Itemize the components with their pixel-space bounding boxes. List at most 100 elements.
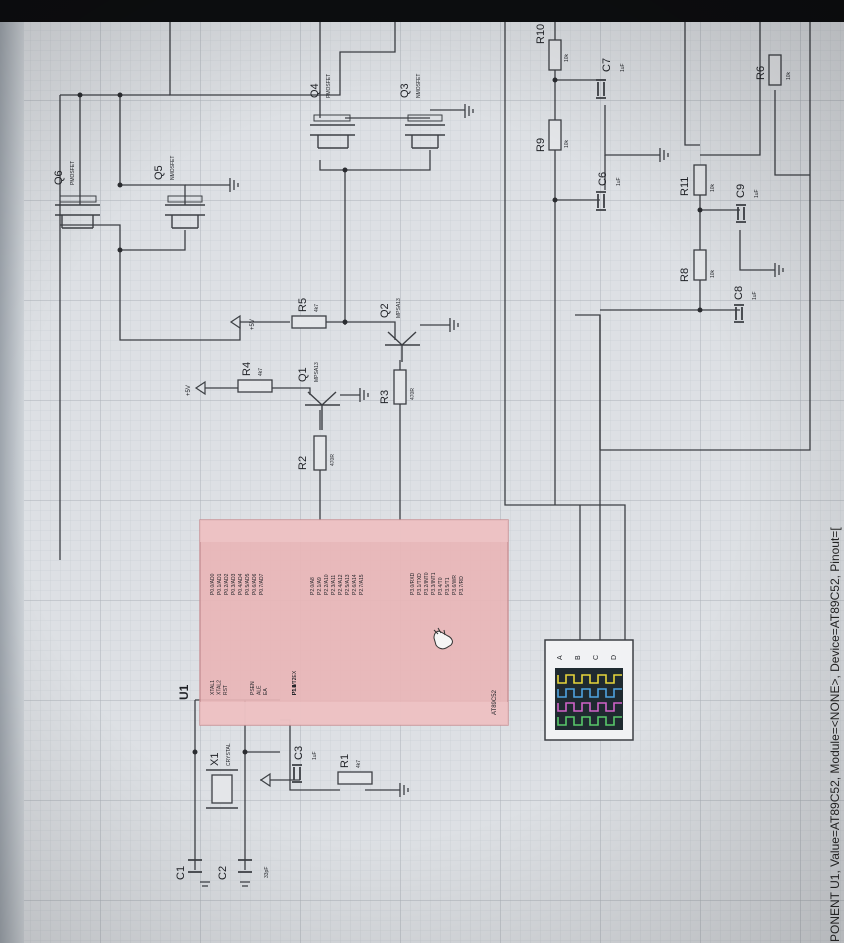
r3-ref: R3 [379,390,391,404]
u1-pin-label-9: P1.3 [292,684,298,695]
u1-ref-label: U1 [177,684,191,700]
r8-resistor[interactable]: R8 10k [679,249,716,282]
u1-pin-label-r4: P0.4/AD4 [238,573,244,595]
c8-capacitor[interactable]: C8 1uF [733,286,758,323]
u1-pin-label-r19: P3.3/INT1 [431,572,437,595]
u1-pin-label-r7: P0.7/AD7 [259,573,265,595]
q2-transistor[interactable]: Q2 MPSA13 [379,298,420,362]
grid [24,22,844,943]
ground-icons [200,104,784,887]
u1-pin-label-r2: P0.2/AD2 [224,573,230,595]
q3-value: NMOSFET [416,74,422,98]
c7-ref: C7 [601,58,613,72]
q1-value: MPSA13 [314,362,320,382]
u1-pin-label-r11: P2.3/A11 [331,575,337,595]
q5-nmosfet[interactable]: Q5 NMOSFET [153,156,205,229]
u1-pin-label-r18: P3.2/INT0 [424,572,430,595]
q3-nmosfet[interactable]: Q3 NMOSFET [399,74,445,149]
u1-pin-label-11: P1.5 [292,684,298,695]
left-window-edge [0,22,24,943]
q4-pmosfet[interactable]: Q4 PMOSFET [309,74,355,149]
scope-channel-C: C [593,655,600,660]
u1-pin-label-r6: P0.6/AD6 [252,573,258,595]
c9-capacitor[interactable]: C9 1uF [735,184,760,223]
x1-crystal[interactable]: X1 CRYSTAL [206,743,238,809]
u1-pin-label-r12: P2.4/A12 [338,574,344,595]
x1-value: CRYSTAL [226,743,232,766]
u1-pin-label-12: P1.6 [292,684,298,695]
r5-value: 4k7 [314,304,320,312]
q1-transistor[interactable]: Q1 MPSA13 [297,362,340,430]
c1-ref: C1 [175,866,187,880]
c9-ref: C9 [735,184,747,198]
u1-pin-label-r13: P2.5/A13 [345,574,351,595]
u1-pin-label-r8: P2.0/A8 [310,577,316,595]
c8-ref: C8 [733,286,745,300]
r4-resistor[interactable]: R4 4k7 [237,362,273,393]
u1-pin-label-13: P1.7 [292,684,298,695]
u1-pin-label-1: XTAL2 [217,680,223,695]
c1-capacitor[interactable]: C1 [175,859,202,880]
scope-channel-A: A [557,655,564,660]
c9-value: 1uF [754,189,760,198]
r3-resistor[interactable]: R3 470R [379,369,416,405]
r9-value: 10k [564,139,570,148]
r6-resistor[interactable]: R6 10k [755,54,792,86]
r8-value: 10k [710,269,716,278]
r10-ref: R10 [535,24,547,44]
u1-pin-label-r17: P3.1/TXD [417,573,423,595]
q3-ref: Q3 [399,83,411,98]
r5-resistor[interactable]: R5 4k7 [291,298,327,329]
r1-resistor[interactable]: R1 4k7 [337,754,373,785]
scope-trace-C [557,702,622,712]
svg-text:+5V: +5V [250,319,256,330]
c3-ref: C3 [293,746,305,760]
u1-pin-label-10: P1.4 [292,684,298,695]
u1-pin-label-r9: P2.1/A9 [317,577,323,595]
r4-value: 4k7 [258,368,264,376]
q6-pmosfet[interactable]: Q6 PMOSFET [53,161,100,229]
window-top-bezel [0,0,844,22]
r2-resistor[interactable]: R2 470R [297,435,336,471]
u1-pin-label-6: P1.0/T2 [292,677,298,695]
q5-ref: Q5 [153,165,165,180]
u1-pin-label-r0: P0.0/AD0 [210,573,216,595]
supply-labels: +5V +5V [186,319,256,396]
svg-text:+5V: +5V [186,385,192,396]
r10-resistor[interactable]: R10 10k [535,24,570,71]
u1-pin-label-r20: P3.4/T0 [438,577,444,595]
junctions [77,77,703,755]
scope-traces [557,674,622,726]
u1-pin-label-r16: P3.0/RXD [410,572,416,595]
c8-value: 1uF [752,291,758,300]
supply-terminals [194,314,271,788]
c2-ref: C2 [217,866,229,880]
r6-ref: R6 [755,66,767,80]
q2-value: MPSA13 [396,298,402,318]
r6-value: 10k [786,71,792,80]
u1-pin-label-7: P1.1/T2EX [292,670,298,695]
c3-capacitor[interactable]: C3 1uF [292,746,318,783]
c3-value: 1uF [312,751,318,760]
r11-resistor[interactable]: R11 10k [679,164,716,196]
scope-trace-B [557,688,622,698]
c7-value: 1uF [620,63,626,72]
u1-pin-label-r1: P0.1/AD1 [217,573,223,595]
r9-resistor[interactable]: R9 10k [535,119,570,152]
u1-pin-label-5: EA [263,688,269,695]
c7-capacitor[interactable]: C7 1uF [596,58,626,99]
u1-pin-label-r23: P3.7/RD [459,576,465,595]
c6-capacitor[interactable]: C6 1uF [596,172,622,211]
r2-ref: R2 [297,456,309,470]
u1-pin-label-r5: P0.5/AD5 [245,573,251,595]
scope-channel-B: B [575,655,582,660]
c2-capacitor[interactable]: C2 33pF [217,859,270,880]
q4-ref: Q4 [309,83,321,98]
q5-value: NMOSFET [170,156,176,180]
